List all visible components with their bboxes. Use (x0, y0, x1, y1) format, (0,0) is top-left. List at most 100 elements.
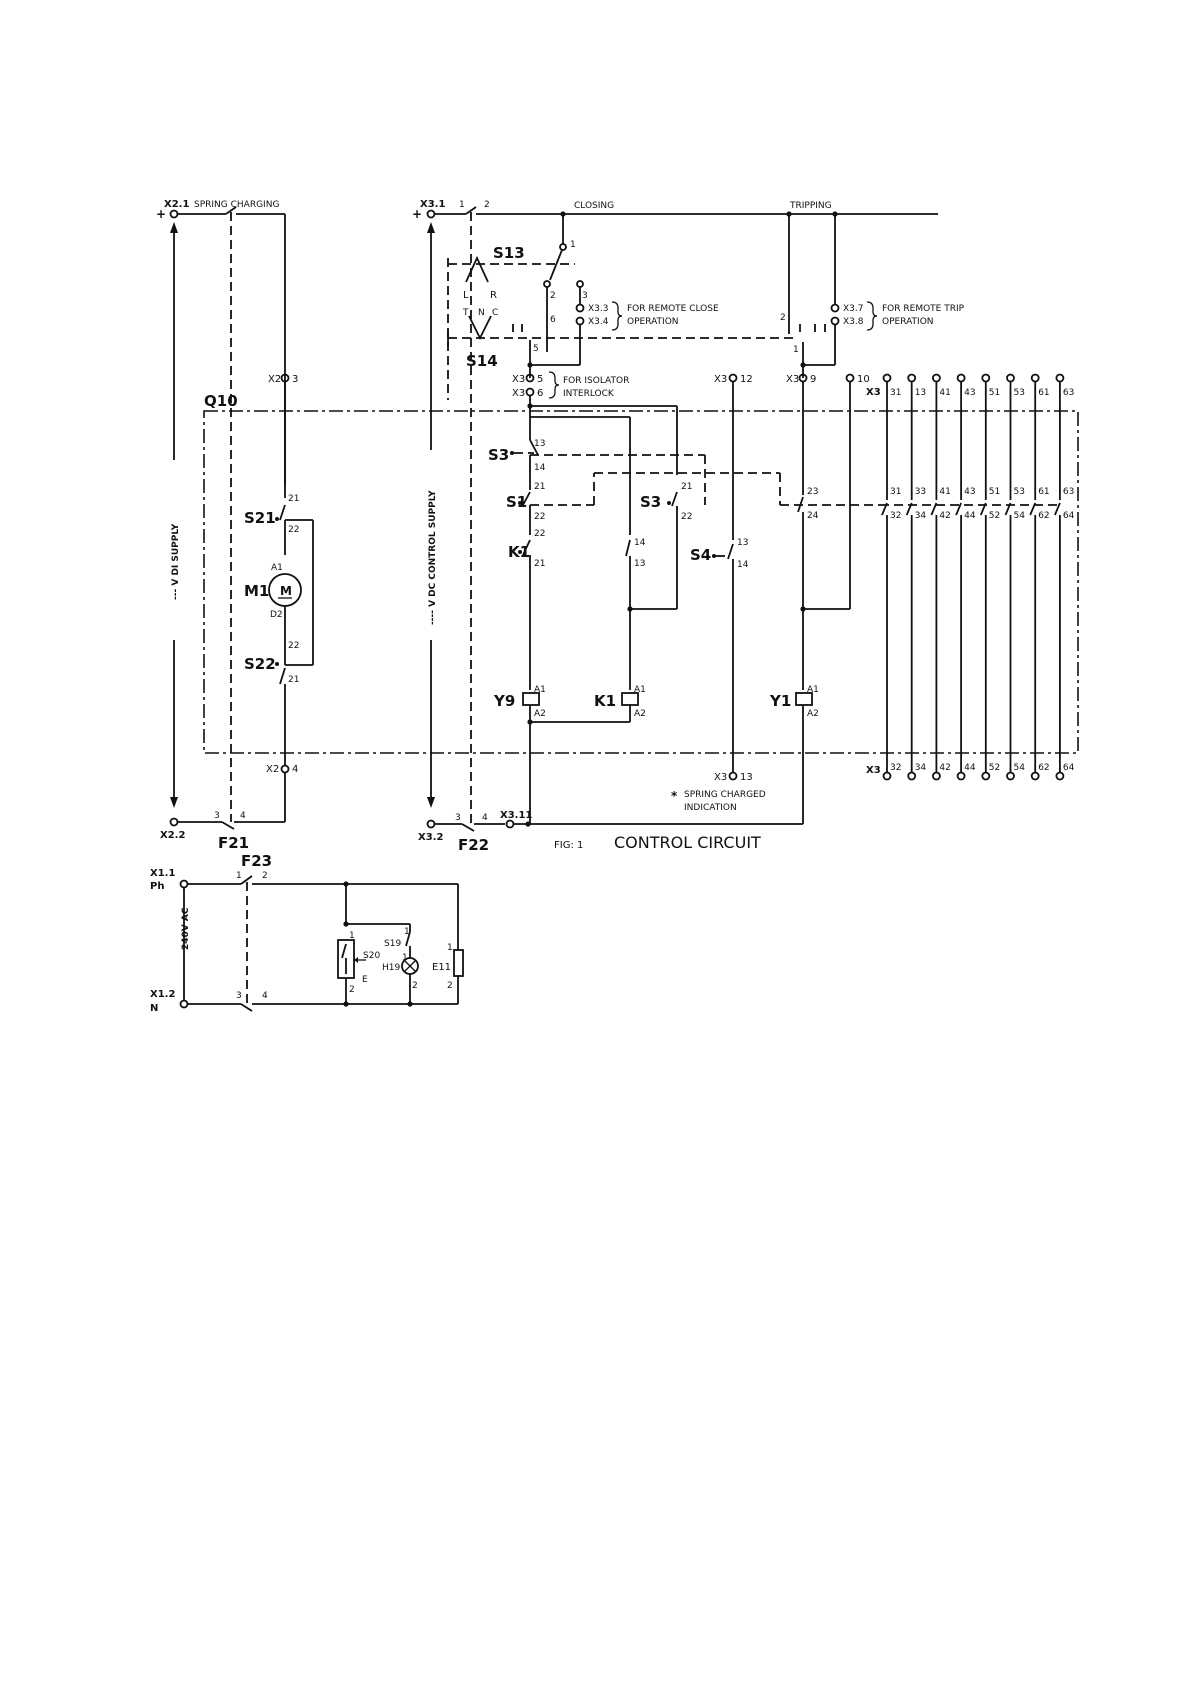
terminal-x3-2 (426, 819, 436, 829)
terminal-x3-5 (525, 373, 535, 383)
k1-coil-a1: A1 (634, 685, 646, 695)
trip-aux-pin-23: 23 (807, 487, 818, 497)
tripping-branch: X3 9 23 24 10 A1 Y1 A2 (769, 373, 870, 720)
aux-terminal-top-label: 61 (1038, 388, 1049, 398)
aux-contact-upper-label: 33 (915, 487, 926, 497)
s22-pin-22: 22 (288, 641, 299, 651)
terminal-x2-2-label: X2.2 (160, 830, 185, 841)
terminal-x3-9-num: 9 (810, 374, 816, 385)
f22-pin-4: 4 (482, 813, 488, 823)
terminal-x3-6-label: X3 (512, 388, 525, 399)
f23-pin-2: 2 (262, 871, 268, 881)
s14-c: C (492, 308, 498, 318)
terminal-x1-1 (179, 879, 189, 889)
terminal-x3-7 (830, 303, 840, 313)
selector-switches: L R S13 1 2 3 6 X3.3 X3.4 FOR REMOTE CLO… (447, 214, 965, 400)
aux-terminal-bottom-label: 64 (1063, 763, 1075, 773)
e11-pin-1: 1 (447, 943, 453, 953)
terminal-x2-4 (280, 764, 290, 774)
s13-arm (549, 249, 563, 281)
aux-terminal-bottom (882, 771, 892, 781)
k1-hold-pin-14: 14 (634, 538, 646, 548)
plus-sign-left: + (156, 207, 166, 221)
s4-pin-14: 14 (737, 560, 749, 570)
closing-branch: X3 5 X3 6 FOR ISOLATOR INTERLOCK 13 S3 1… (488, 371, 1060, 824)
f23-pin-4: 4 (262, 991, 268, 1001)
aux-contact-lower-label: 54 (1014, 511, 1026, 521)
aux-contact-upper-label: 43 (964, 487, 975, 497)
aux-terminal-top-label: 13 (915, 388, 926, 398)
terminal-x3-4 (575, 316, 585, 326)
terminal-x3-10-num: 10 (857, 374, 870, 385)
s1-contact (522, 491, 531, 506)
f21-pin-4: 4 (240, 811, 246, 821)
isolator-text-2: INTERLOCK (563, 389, 615, 399)
terminal-x3-7-label: X3.7 (843, 304, 863, 314)
trip-pin-2: 2 (780, 313, 786, 323)
figure-caption: CONTROL CIRCUIT (614, 833, 761, 852)
s22-pin-21: 21 (288, 675, 299, 685)
aux-contact-upper-label: 41 (939, 487, 950, 497)
f22-label: F22 (458, 836, 489, 854)
s13-pin-1: 1 (570, 240, 576, 250)
terminal-x3-6 (525, 387, 535, 397)
heater-e11 (453, 949, 464, 977)
s3-left-pin-14: 14 (534, 463, 546, 473)
aux-terminal-top-label: 31 (890, 388, 901, 398)
s3-right-label: S3 (640, 493, 661, 511)
remote-trip-brace (866, 301, 878, 331)
s14-label: S14 (466, 352, 498, 370)
spring-indication-star: * (671, 789, 678, 803)
aux-terminal-bottom-label: 32 (890, 763, 901, 773)
f22-contact-top (465, 206, 477, 215)
s13-label: S13 (493, 244, 525, 262)
control-supply-bus: + X3.1 1 2 CLOSING TRIPPING ---- V DC CO… (412, 199, 938, 854)
aux-terminal-bottom (907, 771, 917, 781)
spring-indication-branch: X3 12 13 S4 14 X3 13 * SPRING CHARGED IN… (671, 373, 766, 813)
aux-contact-lower-label: 44 (964, 511, 976, 521)
aux-terminal-top-label: 51 (989, 388, 1000, 398)
aux-terminal-bottom-label: 52 (989, 763, 1000, 773)
aux-contact-lower-label: 64 (1063, 511, 1075, 521)
terminal-x3-13 (728, 771, 738, 781)
aux-contact (979, 502, 987, 516)
s14-t: T (462, 308, 469, 318)
s13-pin-6: 6 (550, 315, 556, 325)
aux-contact (930, 502, 938, 516)
s1-pin-21: 21 (534, 482, 545, 492)
s14-pin-5: 5 (533, 344, 539, 354)
f22-top-pin-1: 1 (459, 200, 465, 210)
aux-contact-lower-label: 52 (989, 511, 1000, 521)
figure-number: FIG: 1 (554, 840, 583, 851)
aux-terminal-bottom (1030, 771, 1040, 781)
remote-trip-text-2: OPERATION (882, 317, 934, 327)
motor-m-symbol: M (280, 584, 292, 598)
terminal-x2-1-label: X2.1 (164, 199, 189, 210)
terminal-x3-3-label: X3.3 (588, 304, 608, 314)
s13-pin-3: 3 (582, 291, 588, 301)
s13-r: R (490, 290, 497, 301)
phase-label: Ph (150, 881, 164, 892)
ac-240v-label: 240V AC (181, 907, 191, 950)
m1-d2: D2 (270, 610, 283, 620)
v-dc-control-supply-label: ---- V DC CONTROL SUPPLY (428, 490, 438, 625)
aux-terminal-top (932, 373, 941, 383)
aux-terminal-top-label: 43 (964, 388, 975, 398)
aux-contact-lower-label: 32 (890, 511, 901, 521)
s21-pin-21: 21 (288, 494, 299, 504)
y9-a2: A2 (534, 709, 546, 719)
terminal-x3-12-label: X3 (714, 374, 727, 385)
terminal-x2-1 (169, 209, 179, 219)
aux-terminal-bottom (1055, 771, 1065, 781)
y1-a2: A2 (807, 709, 819, 719)
s1-pin-22: 22 (534, 512, 545, 522)
f22-top-pin-2: 2 (484, 200, 490, 210)
aux-contact-upper-label: 51 (989, 487, 1000, 497)
terminal-x2-4-label: X2 (266, 764, 279, 775)
terminal-x2-3 (280, 373, 290, 383)
terminal-x3-8 (830, 316, 840, 326)
terminal-x3-8-label: X3.8 (843, 317, 864, 327)
k1-hold-contact (625, 539, 631, 557)
k1-left-pin-22: 22 (534, 529, 545, 539)
terminal-x3-11 (505, 819, 515, 829)
